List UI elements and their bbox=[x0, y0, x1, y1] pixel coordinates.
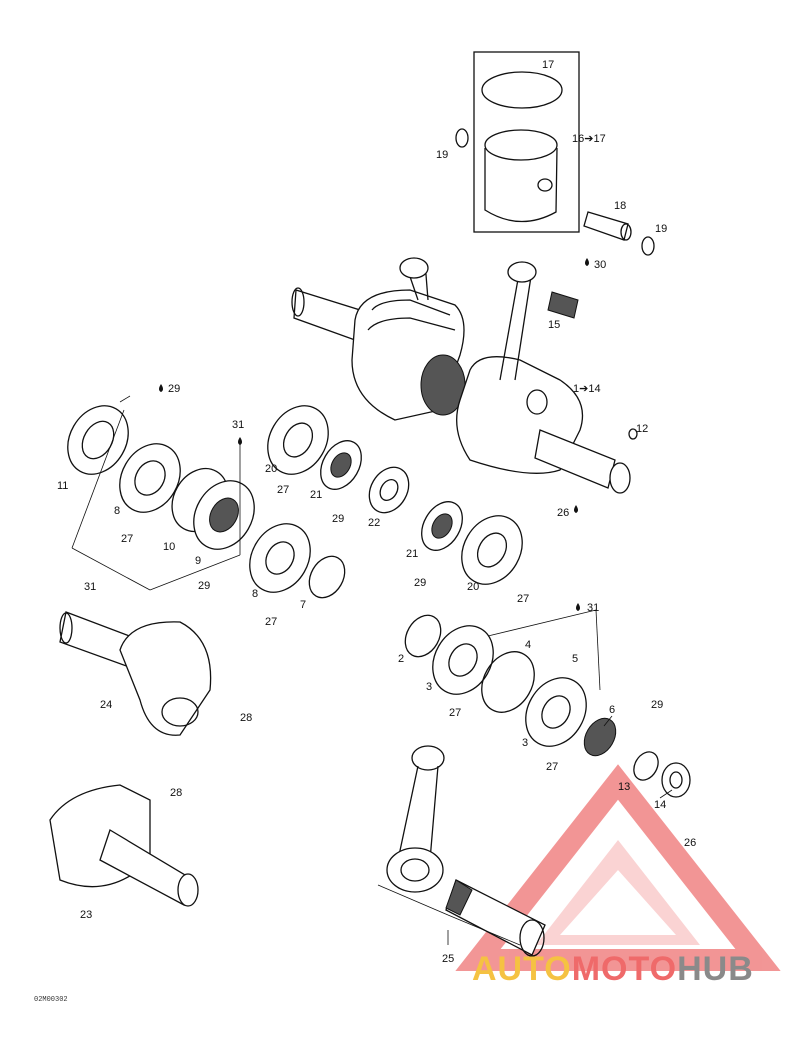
watermark-hub: HUB bbox=[677, 950, 754, 988]
callout-3b: 3 bbox=[522, 737, 528, 749]
callout-1-14: 1➔14 bbox=[573, 383, 601, 395]
callout-8a: 8 bbox=[114, 505, 120, 517]
callout-labels: 17 16➔17 19 18 19 30 15 1➔14 12 26 29 11… bbox=[57, 59, 696, 965]
callout-11: 11 bbox=[57, 480, 68, 492]
callout-13: 13 bbox=[618, 781, 630, 793]
callout-15: 15 bbox=[548, 319, 560, 331]
connecting-rod-25 bbox=[386, 745, 546, 957]
callout-2: 2 bbox=[398, 653, 404, 665]
center-bearings bbox=[421, 501, 523, 585]
piston-group bbox=[455, 51, 580, 233]
callout-4: 4 bbox=[525, 639, 531, 651]
callout-3a: 3 bbox=[426, 681, 432, 693]
oil-drop-icon bbox=[574, 505, 578, 513]
crankshaft-assembly bbox=[291, 257, 638, 494]
callout-31c: 31 bbox=[587, 602, 599, 614]
callout-22: 22 bbox=[368, 517, 380, 529]
callout-14: 14 bbox=[654, 799, 666, 811]
oil-drop-icon bbox=[585, 258, 589, 266]
callout-19a: 19 bbox=[436, 149, 448, 161]
callout-9: 9 bbox=[195, 555, 201, 567]
callout-27b: 27 bbox=[277, 484, 289, 496]
callout-29b: 29 bbox=[198, 580, 210, 592]
callout-29c: 29 bbox=[332, 513, 344, 525]
callout-26a: 26 bbox=[557, 507, 569, 519]
callout-12: 12 bbox=[636, 423, 648, 435]
crank-half-23 bbox=[49, 784, 199, 907]
lubricant-drop-icons bbox=[159, 258, 589, 611]
drawing-code: 02M00302 bbox=[34, 996, 68, 1004]
callout-27f: 27 bbox=[546, 761, 558, 773]
leader-lines bbox=[71, 395, 673, 946]
watermark-logo bbox=[455, 764, 781, 971]
callout-30: 30 bbox=[594, 259, 606, 271]
callout-31b: 31 bbox=[84, 581, 96, 593]
crank-half-24 bbox=[59, 611, 212, 736]
callout-29d: 29 bbox=[414, 577, 426, 589]
callout-8b: 8 bbox=[252, 588, 258, 600]
callout-31a: 31 bbox=[232, 419, 244, 431]
callout-25: 25 bbox=[442, 953, 454, 965]
callout-29a: 29 bbox=[168, 383, 180, 395]
callout-21a: 21 bbox=[310, 489, 322, 501]
piston-pin bbox=[547, 211, 655, 319]
callout-18: 18 bbox=[614, 200, 626, 212]
callout-29e: 29 bbox=[651, 699, 663, 711]
callout-20b: 20 bbox=[467, 581, 479, 593]
callout-27c: 27 bbox=[265, 616, 277, 628]
watermark-text: AUTOMOTOHUB bbox=[472, 950, 754, 989]
callout-28b: 28 bbox=[170, 787, 182, 799]
oil-drop-icon bbox=[238, 437, 242, 445]
callout-17: 17 bbox=[542, 59, 554, 71]
callout-27e: 27 bbox=[449, 707, 461, 719]
callout-19b: 19 bbox=[655, 223, 667, 235]
callout-23: 23 bbox=[80, 909, 92, 921]
callout-24: 24 bbox=[100, 699, 112, 711]
callout-7: 7 bbox=[300, 599, 306, 611]
watermark-auto: AUTO bbox=[472, 950, 572, 988]
left-bearings bbox=[67, 405, 410, 599]
callout-21b: 21 bbox=[406, 548, 418, 560]
watermark-moto: MOTO bbox=[571, 950, 678, 988]
callout-27d: 27 bbox=[517, 593, 529, 605]
oil-drop-icon bbox=[576, 603, 580, 611]
callout-27a: 27 bbox=[121, 533, 133, 545]
callout-26b: 26 bbox=[684, 837, 696, 849]
callout-10: 10 bbox=[163, 541, 175, 553]
callout-16-17: 16➔17 bbox=[572, 133, 606, 145]
callout-5: 5 bbox=[572, 653, 578, 665]
callout-20a: 20 bbox=[265, 463, 277, 475]
oil-drop-icon bbox=[159, 384, 163, 392]
callout-28a: 28 bbox=[240, 712, 252, 724]
callout-6: 6 bbox=[609, 704, 615, 716]
right-bearings bbox=[404, 614, 691, 798]
